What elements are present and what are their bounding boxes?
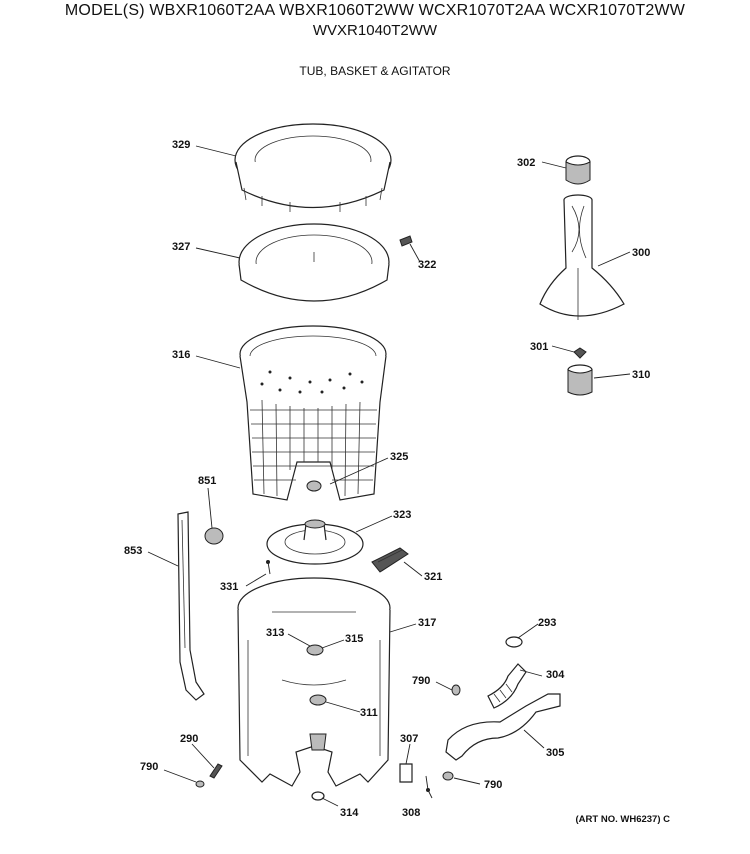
part-300-agitator (539, 194, 625, 320)
callout-307: 307 (400, 733, 418, 745)
part-317-outer-tub (237, 577, 391, 787)
part-308-screw (426, 788, 433, 799)
part-311-bearing (309, 694, 327, 706)
callout-310: 310 (632, 369, 650, 381)
part-316-basket (239, 325, 387, 501)
callout-315: 315 (345, 633, 363, 645)
part-790-clamp-a (195, 780, 205, 788)
callout-301: 301 (530, 341, 548, 353)
callout-305: 305 (546, 747, 564, 759)
leader-lines (147, 145, 631, 807)
part-305-drain-hose (445, 693, 561, 761)
callout-321: 321 (424, 571, 442, 583)
callout-331: 331 (220, 581, 238, 593)
callout-790-left: 790 (140, 761, 158, 773)
callout-327: 327 (172, 241, 190, 253)
section-title: TUB, BASKET & AGITATOR (299, 64, 451, 78)
callout-304: 304 (546, 669, 565, 681)
callout-290: 290 (180, 733, 198, 745)
callout-308: 308 (402, 807, 420, 819)
part-321-pad (371, 547, 409, 573)
part-790-clamp-c (442, 771, 454, 781)
callout-311: 311 (360, 707, 378, 719)
callout-316: 316 (172, 349, 190, 361)
callout-323: 323 (393, 509, 411, 521)
part-293-clamp (505, 636, 523, 648)
model-list-continued: WVXR1040T2WW (312, 22, 438, 39)
model-list: MODEL(S) WBXR1060T2AA WBXR1060T2WW WCXR1… (64, 2, 686, 19)
part-tub-center-post (309, 733, 327, 751)
part-301-washer (573, 347, 587, 359)
part-314-gasket (311, 791, 325, 801)
part-853-standpipe (177, 511, 205, 701)
part-322-screw (399, 235, 413, 247)
callout-325: 325 (390, 451, 408, 463)
callout-790-middle: 790 (412, 675, 430, 687)
part-310-coupling (567, 364, 593, 396)
part-302-agitator-cap (565, 155, 591, 185)
callout-293: 293 (538, 617, 556, 629)
part-329-tub-cover (234, 123, 392, 212)
part-307-bracket (399, 763, 413, 783)
part-325-nut (306, 480, 322, 492)
part-313-315-seal (306, 644, 324, 656)
callout-322: 322 (418, 259, 436, 271)
callout-314: 314 (340, 807, 359, 819)
callout-790-right: 790 (484, 779, 502, 791)
part-331-screw (266, 560, 271, 575)
part-323-hub-plate (266, 519, 364, 565)
part-851-cap (204, 527, 224, 545)
part-327-tub-ring (238, 223, 390, 302)
callout-853: 853 (124, 545, 142, 557)
part-790-clamp-b (451, 684, 461, 696)
part-290-spring (209, 763, 223, 779)
basket-perforation-grid (250, 399, 377, 497)
art-number: (ART NO. WH6237) C (575, 814, 670, 825)
callout-300: 300 (632, 247, 650, 259)
part-304-hose (487, 663, 527, 709)
callout-302: 302 (517, 157, 535, 169)
callout-329: 329 (172, 139, 190, 151)
callout-317: 317 (418, 617, 436, 629)
basket-holes (260, 370, 364, 394)
callout-851: 851 (198, 475, 216, 487)
callout-313: 313 (266, 627, 284, 639)
